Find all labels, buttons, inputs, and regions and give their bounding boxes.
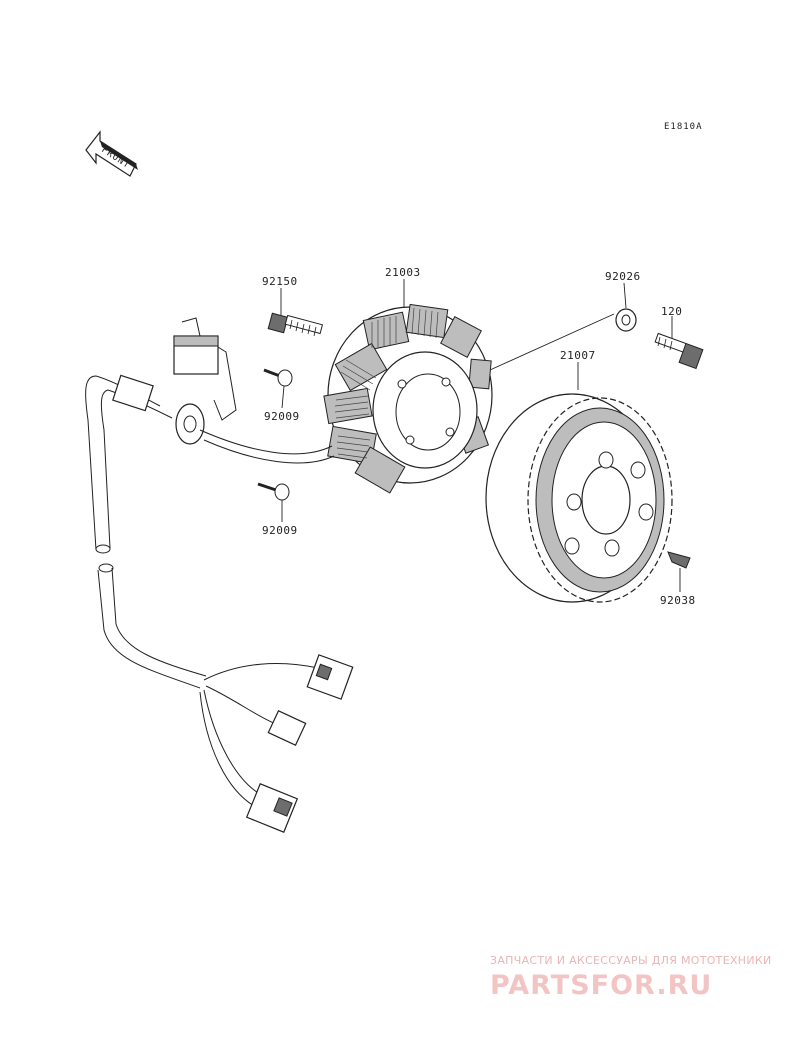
stator-21003: [323, 303, 493, 494]
front-arrow-icon: FRONT: [85, 130, 138, 177]
label-92026: 92026: [605, 270, 641, 283]
key-92038: [667, 551, 691, 569]
label-21007: 21007: [560, 349, 596, 362]
washer-92026: [615, 308, 637, 332]
label-92150: 92150: [262, 275, 298, 288]
label-120: 120: [661, 305, 682, 318]
rotor-21007: [485, 393, 673, 603]
bolt-92150: [267, 312, 324, 337]
screw-92009-upper: [263, 368, 293, 387]
leader-lines: [280, 279, 681, 592]
label-92009-lower: 92009: [262, 524, 298, 537]
diagram-code: E1810A: [664, 122, 703, 132]
screw-92009-lower: [257, 482, 290, 501]
bolt-120: [654, 332, 704, 370]
wiring-harness: [85, 317, 354, 833]
label-92009-upper: 92009: [264, 410, 300, 423]
label-92038: 92038: [660, 594, 696, 607]
watermark-tagline: ЗАПЧАСТИ И АКСЕССУАРЫ ДЛЯ МОТОТЕХНИКИ: [490, 954, 772, 967]
watermark-brand: PARTSFOR.RU: [490, 970, 712, 1001]
label-21003: 21003: [385, 266, 421, 279]
